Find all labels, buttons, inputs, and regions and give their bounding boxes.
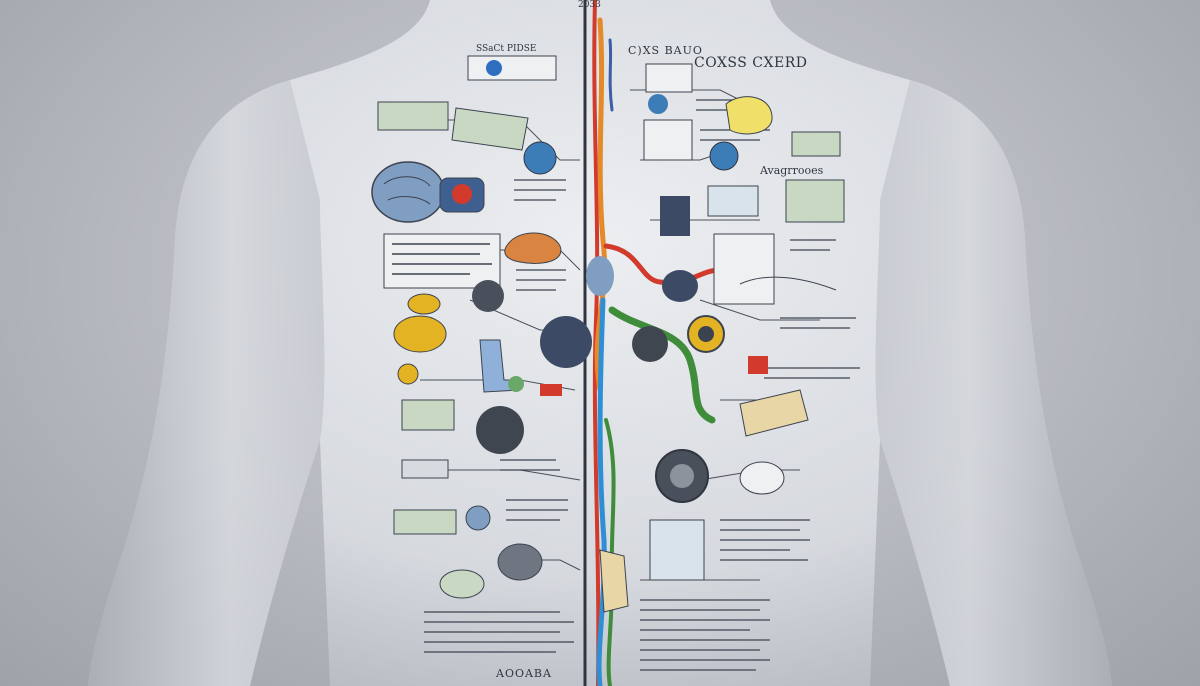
stomach-icon [393, 293, 447, 353]
heart-icon [439, 177, 485, 213]
liver-icon [504, 232, 562, 264]
bottom-label: AOOABA [496, 667, 552, 680]
header-small-label: C)XS BAUO [628, 44, 703, 57]
lungs-icon [586, 196, 698, 302]
kidney-icon [479, 339, 562, 396]
note-icon [451, 96, 809, 613]
clock-icon [523, 94, 739, 362]
right-panels [640, 63, 860, 671]
left-top-label: SSaCt PIDSE [476, 44, 537, 54]
gear-icon [472, 280, 709, 503]
left-panels [377, 55, 574, 653]
brain-icon [371, 161, 445, 223]
top-code-label: 2033 [578, 0, 601, 10]
chart-icon [397, 131, 841, 599]
header-title: COXSS CXERD [694, 55, 808, 71]
right-section-label: Avagrrooes [760, 164, 824, 177]
